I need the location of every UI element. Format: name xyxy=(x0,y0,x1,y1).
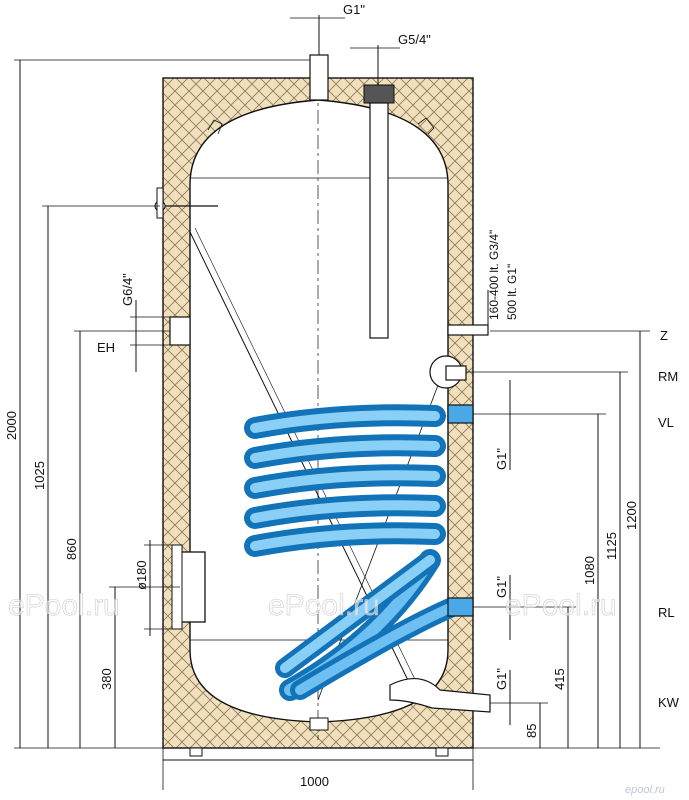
port-label-z: Z xyxy=(660,328,668,343)
dim-vl-height: 1080 xyxy=(582,556,597,585)
watermark-left: ePool.ru xyxy=(8,589,120,622)
dim-kw-height: 85 xyxy=(524,724,539,738)
coil-turn-highlight xyxy=(250,410,440,433)
port-label-kw: KW xyxy=(658,695,680,710)
dim-z-height: 1200 xyxy=(624,501,639,530)
watermark-right: ePool.ru xyxy=(505,589,617,622)
anode-size-label: 160-400 lt. G3/4" xyxy=(487,230,501,320)
heater-thread-label: G6/4" xyxy=(120,273,135,306)
top-outlet-pipe xyxy=(309,54,329,101)
coil-turn-highlight xyxy=(250,500,440,523)
dim-rm-height: 1125 xyxy=(604,532,619,560)
dim-total-height: 2000 xyxy=(4,411,19,440)
anode-rod xyxy=(363,84,395,339)
coil-turn-highlight xyxy=(250,470,440,493)
dim-thermometer-height: 1025 xyxy=(32,461,47,490)
flange-diameter-label: ø180 xyxy=(134,560,149,590)
dim-heater-height: 860 xyxy=(64,538,79,560)
site-logo: epool.ru xyxy=(625,784,665,796)
heater-label: EH xyxy=(97,340,115,355)
port-label-rm: RM xyxy=(658,369,678,384)
watermark-center: ePool.ru xyxy=(268,589,380,622)
port-z-pipe xyxy=(447,324,489,336)
port-rl-pipe xyxy=(447,597,474,617)
dim-flange-height: 380 xyxy=(99,668,114,690)
heater-socket xyxy=(169,316,191,346)
dim-width: 1000 xyxy=(300,774,329,789)
port-rm-pipe xyxy=(429,355,467,389)
dim-rl-height: 415 xyxy=(552,668,567,690)
coil-lower-thread-label: G1" xyxy=(494,576,509,598)
port-label-rl: RL xyxy=(658,605,675,620)
port-vl-pipe xyxy=(447,404,474,424)
coil-turn-highlight xyxy=(250,528,440,551)
top-outlet-thread-label: G1" xyxy=(343,2,365,17)
coil-turn-highlight xyxy=(250,440,440,463)
cold-thread-label: G1" xyxy=(494,668,509,690)
port-kw-pipe xyxy=(389,678,491,713)
dimension-lines xyxy=(14,15,660,790)
anode-size-500-label: 500 lt. G1" xyxy=(505,264,519,320)
anode-thread-label: G5/4" xyxy=(398,32,431,47)
coil-upper-thread-label: G1" xyxy=(494,448,509,470)
port-label-vl: VL xyxy=(658,415,674,430)
heating-coil xyxy=(244,404,460,701)
